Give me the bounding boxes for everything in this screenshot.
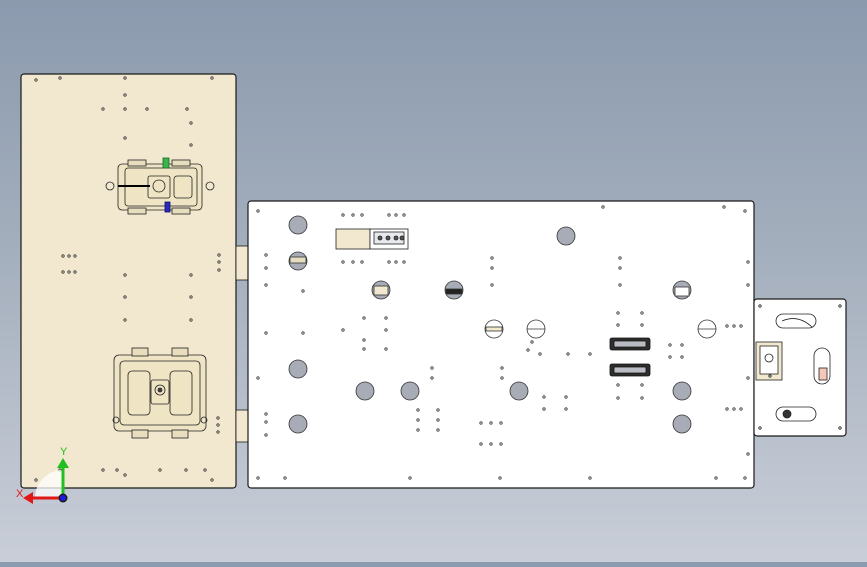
connector-tab-lower [235, 409, 249, 443]
upper-fixture[interactable] [105, 157, 215, 215]
lower-fixture[interactable] [112, 347, 208, 439]
center-dark-slots[interactable] [609, 337, 651, 377]
right-plate-features [755, 304, 842, 430]
connector-tab-upper [235, 245, 249, 281]
left-plate[interactable] [20, 73, 249, 489]
center-plate-capped-holes [288, 251, 717, 339]
triad-quadrant [35, 470, 63, 498]
center-plate[interactable] [247, 200, 755, 489]
center-plate-large-holes [288, 215, 692, 434]
coordinate-triad: Y X [16, 446, 69, 504]
left-plate-holes [34, 76, 221, 482]
x-axis-label: X [16, 488, 24, 500]
center-plate-small-holes [256, 205, 750, 480]
right-plate[interactable] [753, 298, 847, 437]
center-top-block[interactable] [335, 228, 409, 250]
y-axis-label: Y [60, 446, 68, 458]
